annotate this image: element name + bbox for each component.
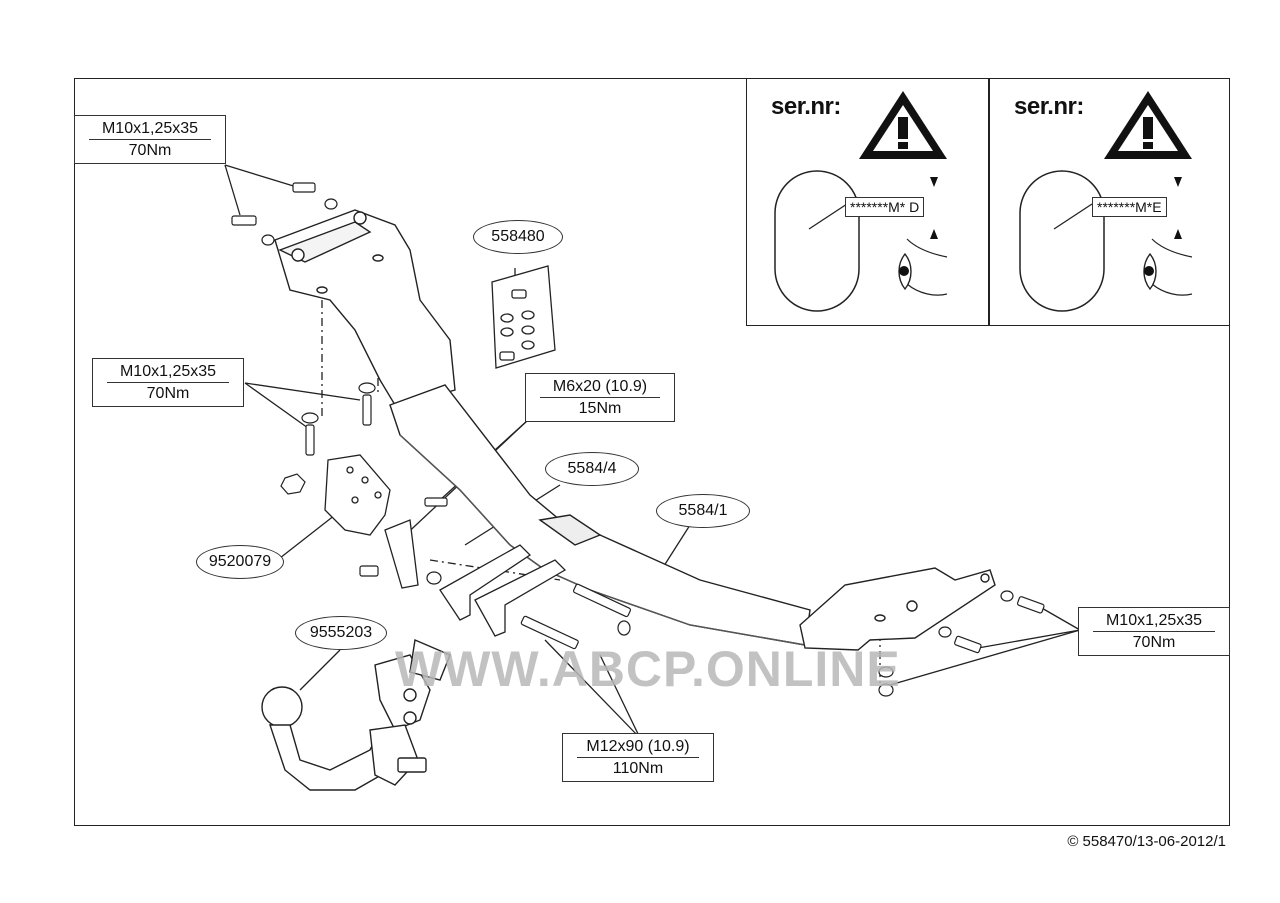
warning-diagram bbox=[774, 91, 948, 312]
serial-code: *******M* D bbox=[845, 197, 925, 217]
drawing-frame bbox=[74, 78, 1230, 826]
bolt-torque: 70Nm bbox=[128, 142, 172, 159]
warning-diagram bbox=[1019, 91, 1193, 312]
bolt-label-top-left: M10x1,25x35 70Nm bbox=[74, 115, 226, 164]
part-number: 9520079 bbox=[208, 553, 272, 570]
serial-panel-d: ser.nr: *******M* D bbox=[746, 78, 989, 326]
bolt-torque: 110Nm bbox=[612, 760, 664, 777]
part-label-crossbar: 5584/1 bbox=[656, 494, 750, 528]
bolt-torque: 15Nm bbox=[578, 400, 622, 417]
part-number: 5584/1 bbox=[678, 502, 728, 519]
part-label-bracket: 5584/4 bbox=[545, 452, 639, 486]
bolt-spec: M6x20 (10.9) bbox=[540, 374, 660, 398]
part-number: 558480 bbox=[491, 228, 545, 245]
footer-copyright: © 558470/13-06-2012/1 bbox=[1067, 833, 1226, 850]
bolt-spec: M10x1,25x35 bbox=[1093, 608, 1215, 632]
part-number: 5584/4 bbox=[567, 460, 617, 477]
bolt-label-small: M6x20 (10.9) 15Nm bbox=[525, 373, 675, 422]
exclamation-icon bbox=[1143, 117, 1153, 139]
bolt-spec: M10x1,25x35 bbox=[107, 359, 229, 383]
serial-title: ser.nr: bbox=[1014, 93, 1084, 120]
watermark: WWW.ABCP.ONLINE bbox=[395, 641, 901, 697]
bolt-spec: M12x90 (10.9) bbox=[577, 734, 699, 758]
serial-title: ser.nr: bbox=[771, 93, 841, 120]
bolt-label-mid-left: M10x1,25x35 70Nm bbox=[92, 358, 244, 407]
bolt-torque: 70Nm bbox=[1132, 634, 1176, 651]
bolt-spec: M10x1,25x35 bbox=[89, 116, 211, 140]
part-label-socket-plate: 9520079 bbox=[196, 545, 284, 579]
bolt-label-bottom: M12x90 (10.9) 110Nm bbox=[562, 733, 714, 782]
part-label-towball: 9555203 bbox=[295, 616, 387, 650]
bolt-label-right: M10x1,25x35 70Nm bbox=[1078, 607, 1230, 656]
exclamation-icon bbox=[898, 117, 908, 139]
bolt-torque: 70Nm bbox=[146, 385, 190, 402]
part-label-kit: 558480 bbox=[473, 220, 563, 254]
part-number: 9555203 bbox=[309, 624, 373, 641]
serial-code: *******M*E bbox=[1092, 197, 1167, 217]
serial-panel-e: ser.nr: *******M*E bbox=[989, 78, 1230, 326]
